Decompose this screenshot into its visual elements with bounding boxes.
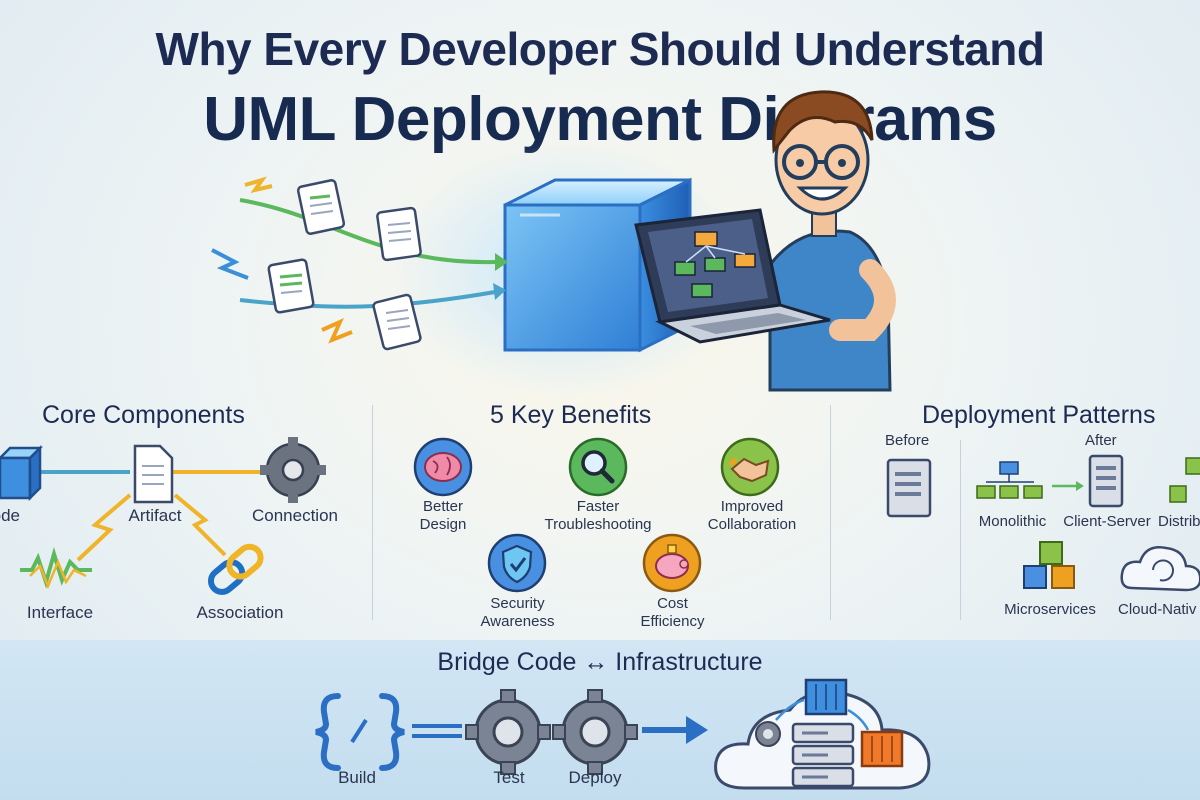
before-after-divider — [960, 440, 961, 620]
developer-character — [768, 90, 896, 392]
piggy-bank-icon — [642, 533, 702, 593]
document-icon-1 — [296, 179, 346, 235]
label-distributed: Distrib — [1158, 513, 1200, 530]
laptop-icon — [634, 208, 831, 344]
label-deploy: Deploy — [568, 768, 622, 787]
label-build: Build — [338, 768, 376, 787]
pipeline-diagram — [315, 678, 931, 790]
benefit-security-awareness: Security Awareness — [480, 595, 555, 630]
cloud-native-icon — [1120, 546, 1200, 592]
patterns-heading: Deployment Patterns — [922, 401, 1156, 429]
benefits-icons — [413, 437, 780, 593]
label-client-server: Client-Server — [1063, 513, 1151, 530]
interface-wave-icon — [20, 546, 92, 589]
benefit-better-design: Better Design — [419, 498, 467, 533]
association-chain-icon — [207, 543, 264, 595]
core-components-diagram — [0, 437, 326, 595]
benefit-faster-troubleshooting: Faster Troubleshooting — [544, 498, 652, 533]
core-components-heading: Core Components — [42, 401, 245, 429]
pipeline-heading: Bridge Code ↔ Infrastructure — [437, 648, 763, 676]
document-icon-4 — [372, 293, 422, 351]
label-association: Association — [196, 603, 284, 622]
code-braces-icon — [315, 693, 405, 771]
handshake-icon — [720, 437, 780, 497]
patterns-diagram — [886, 454, 1200, 592]
label-cloud-native: Cloud-Nativ — [1118, 601, 1197, 618]
label-before: Before — [885, 432, 930, 449]
shield-icon — [487, 533, 547, 593]
deploy-gear-icon — [552, 689, 638, 775]
label-node: Node — [0, 506, 20, 525]
label-microservices: Microservices — [1004, 601, 1096, 618]
brain-icon — [413, 437, 473, 497]
section-divider-right — [830, 405, 831, 620]
flow-arrow-bottom — [239, 290, 496, 309]
distributed-icon — [1169, 457, 1200, 503]
node-icon — [0, 444, 44, 502]
flow-arrow-top — [239, 198, 496, 265]
benefit-cost-efficiency: Cost Efficiency — [640, 595, 705, 630]
magnifier-icon — [568, 437, 628, 497]
label-artifact: Artifact — [128, 506, 182, 525]
label-monolithic: Monolithic — [978, 513, 1047, 530]
test-gear-icon — [465, 689, 551, 775]
document-icon-2 — [376, 206, 422, 262]
label-connection: Connection — [251, 506, 338, 525]
client-server-icon — [1088, 454, 1124, 508]
label-interface: Interface — [26, 603, 94, 622]
document-icon-3 — [267, 258, 315, 314]
gear-icon — [260, 437, 326, 503]
bolt-icon-3 — [321, 318, 353, 344]
artifact-icon — [133, 444, 174, 504]
label-after: After — [1085, 432, 1117, 449]
bolt-icon-1 — [244, 176, 273, 194]
hero-illustration — [211, 90, 896, 400]
cloud-infrastructure-icon — [714, 678, 931, 790]
microservices-cubes-icon — [1023, 541, 1075, 589]
benefit-improved-collaboration: Improved Collaboration — [707, 498, 797, 533]
title-line-1: Why Every Developer Should Understand — [155, 23, 1045, 75]
bolt-icon-2 — [211, 248, 249, 280]
benefits-heading: 5 Key Benefits — [490, 401, 652, 429]
monolithic-tree-icon — [976, 461, 1043, 499]
label-test: Test — [493, 768, 525, 787]
monolith-server-icon — [886, 458, 932, 518]
section-divider-left — [372, 405, 373, 620]
